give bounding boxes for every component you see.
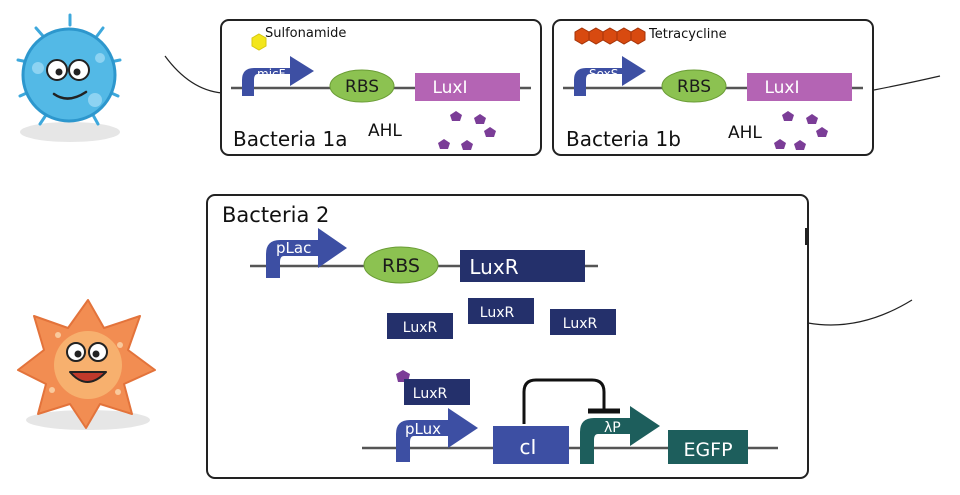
luxi-1b-label: LuxI xyxy=(764,78,799,98)
luxr-ahl-complex-label: LuxR xyxy=(413,386,448,402)
rbs-1a-label: RBS xyxy=(345,77,379,97)
rbs-1a xyxy=(329,69,395,103)
blue-bacterium-icon xyxy=(16,13,122,142)
sulfonamide-molecule-icon xyxy=(251,33,267,51)
ahl-molecules-1b xyxy=(774,111,828,150)
luxi-1a-label: LuxI xyxy=(432,78,467,98)
plac-label: pLac xyxy=(276,239,311,257)
plac-promoter xyxy=(266,228,347,278)
micf-label: micF xyxy=(257,67,286,81)
luxr-ahl-complex xyxy=(404,379,470,405)
egfp-gene xyxy=(668,430,748,464)
micf-promoter xyxy=(242,56,314,96)
soxs-label: SoxS xyxy=(589,67,618,81)
connector-curve-1a xyxy=(164,55,223,94)
soxs-promoter xyxy=(574,56,646,96)
panel-bacteria-1b: Tetracycline SoxS RBS LuxI AHL Bacteria … xyxy=(552,19,874,156)
luxr-protein-1-label: LuxR xyxy=(403,320,438,336)
connector-curve-1b xyxy=(873,75,941,91)
panel-2-title: Bacteria 2 xyxy=(222,203,329,227)
luxr-protein-3-label: LuxR xyxy=(563,316,598,332)
rbs-1b-label: RBS xyxy=(677,77,711,97)
rbs-1b xyxy=(661,69,727,103)
ahl-molecules-1a xyxy=(438,111,496,150)
luxr-protein-2 xyxy=(468,298,534,324)
egfp-gene-label: EGFP xyxy=(683,439,732,461)
ahl-1a-label: AHL xyxy=(368,121,402,141)
ci-gene-label: cI xyxy=(520,435,537,459)
panel-bacteria-2: Bacteria 2 pLac RBS LuxR LuxR LuxR LuxR … xyxy=(206,194,809,479)
ahl-1b-label: AHL xyxy=(728,123,762,143)
panel-1b-title: Bacteria 1b xyxy=(566,127,681,151)
panel-1a-title: Bacteria 1a xyxy=(233,127,348,151)
luxr-gene-label: LuxR xyxy=(469,255,518,279)
luxr-protein-2-label: LuxR xyxy=(480,305,515,321)
rbs-2 xyxy=(363,246,439,284)
luxi-gene-1b xyxy=(747,73,852,101)
luxr-gene xyxy=(460,250,585,282)
connector-curve-2 xyxy=(807,299,913,326)
tetracycline-label: Tetracycline xyxy=(648,27,727,42)
tetracycline-molecule-icon xyxy=(574,27,646,45)
luxr-protein-1 xyxy=(387,313,453,339)
ci-repression-line xyxy=(522,378,606,424)
panel-bacteria-1a: Sulfonamide micF RBS LuxI AHL Bacteria 1… xyxy=(220,19,542,156)
luxi-gene-1a xyxy=(415,73,520,101)
rbs-2-label: RBS xyxy=(382,255,420,277)
sulfonamide-label: Sulfonamide xyxy=(265,26,346,41)
plux-promoter xyxy=(396,408,478,462)
lambda-promoter-label: λP xyxy=(604,420,621,436)
plux-label: pLux xyxy=(405,420,441,438)
ci-gene xyxy=(493,426,569,464)
orange-bacterium-icon xyxy=(17,299,156,430)
lambda-promoter xyxy=(580,406,660,464)
luxr-protein-3 xyxy=(550,309,616,335)
